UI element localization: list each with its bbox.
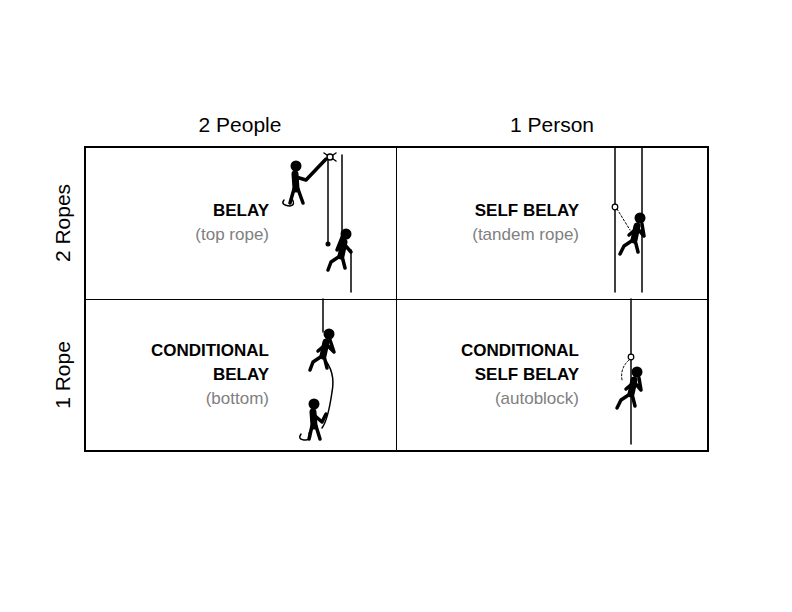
lanyard [617, 209, 630, 230]
belayer-head [291, 161, 302, 172]
prusik-loop [622, 360, 629, 380]
climber-legs [310, 356, 327, 370]
grid-cell: CONDITIONAL SELF BELAY(autoblock) [396, 299, 708, 451]
method-title: CONDITIONAL SELF BELAY [439, 339, 579, 387]
anchor-ring [327, 154, 333, 160]
climber-arms [337, 235, 351, 252]
belayer-arm [296, 159, 326, 180]
rope [327, 160, 329, 243]
belayer-legs [290, 189, 303, 203]
autoblock-figure [617, 299, 643, 444]
climber-arms [626, 378, 641, 390]
climber-arms [629, 224, 644, 236]
grid-cell: SELF BELAY(tandem rope) [396, 147, 708, 300]
method-subtitle: (bottom) [129, 387, 269, 411]
cell-text: SELF BELAY(tandem rope) [439, 199, 579, 247]
method-title: BELAY [129, 199, 269, 223]
method-title: CONDITIONAL BELAY [129, 339, 269, 387]
climber-head [635, 213, 646, 224]
method-title: SELF BELAY [439, 199, 579, 223]
rope-coil [300, 433, 311, 440]
column-header: 1 Person [510, 113, 594, 137]
grid-cell: CONDITIONAL BELAY(bottom) [85, 299, 397, 451]
climber-legs [328, 256, 345, 270]
rope [614, 147, 616, 292]
method-subtitle: (tandem rope) [439, 223, 579, 247]
climber-legs [620, 240, 638, 254]
rope [350, 250, 352, 292]
climber-head [632, 367, 643, 378]
belayer-head [309, 399, 320, 410]
climber-arms [318, 340, 334, 352]
rope-end [326, 242, 331, 247]
belayer-arm [314, 414, 326, 422]
rope-coil [283, 199, 294, 206]
climber-head [324, 329, 335, 340]
rope [341, 155, 343, 232]
column-header: 2 People [199, 113, 282, 137]
top-rope-figure [283, 153, 352, 292]
method-subtitle: (autoblock) [439, 387, 579, 411]
cell-text: CONDITIONAL SELF BELAY(autoblock) [439, 339, 579, 411]
climber-legs [617, 394, 635, 408]
autoblock-knot [628, 354, 634, 360]
row-header: 1 Rope [51, 341, 75, 409]
method-subtitle: (top rope) [129, 223, 269, 247]
grid-frame [85, 147, 708, 451]
cell-text: BELAY(top rope) [129, 199, 269, 247]
row-header: 2 Ropes [51, 184, 75, 262]
cell-text: CONDITIONAL BELAY(bottom) [129, 339, 269, 411]
grid-cell: BELAY(top rope) [85, 147, 397, 300]
rope [322, 299, 324, 332]
bottom-belay-figure [300, 299, 335, 440]
tandem-figure [612, 147, 645, 292]
